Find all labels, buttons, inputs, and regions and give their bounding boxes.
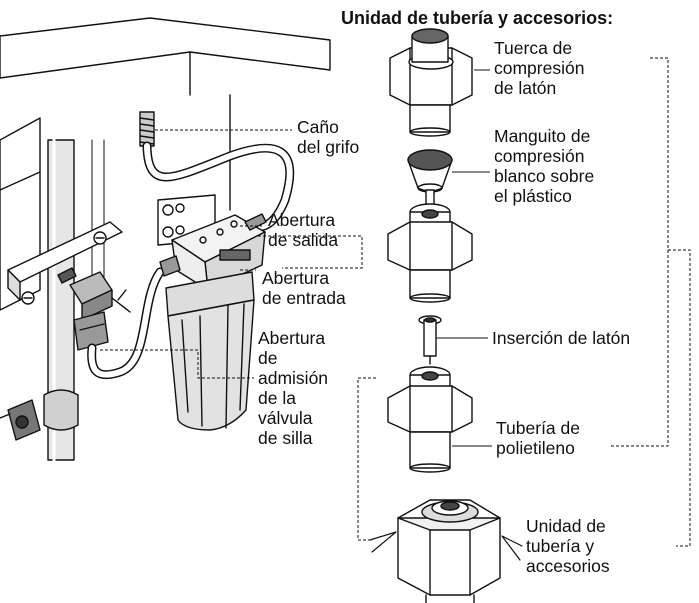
filter-housing — [165, 271, 255, 431]
label-brass-insert: Inserción de latón — [492, 328, 631, 348]
assembled-fitting-icon — [369, 499, 523, 603]
brass-compression-nut-icon — [389, 28, 473, 137]
filter-head — [157, 194, 267, 291]
saddle-valve-icon — [57, 267, 131, 351]
leader-lines — [100, 57, 691, 547]
pipe-bracket — [7, 221, 123, 305]
white-compression-sleeve-icon — [387, 149, 473, 303]
shutoff-valve-icon — [0, 399, 41, 441]
brass-insert-icon — [418, 315, 442, 365]
supply-pipe — [43, 138, 105, 462]
fitting-heading: Unidad de tubería y accesorios: — [341, 8, 614, 28]
polyethylene-tubing-icon — [387, 366, 473, 473]
faucet-spout-icon — [139, 111, 155, 147]
